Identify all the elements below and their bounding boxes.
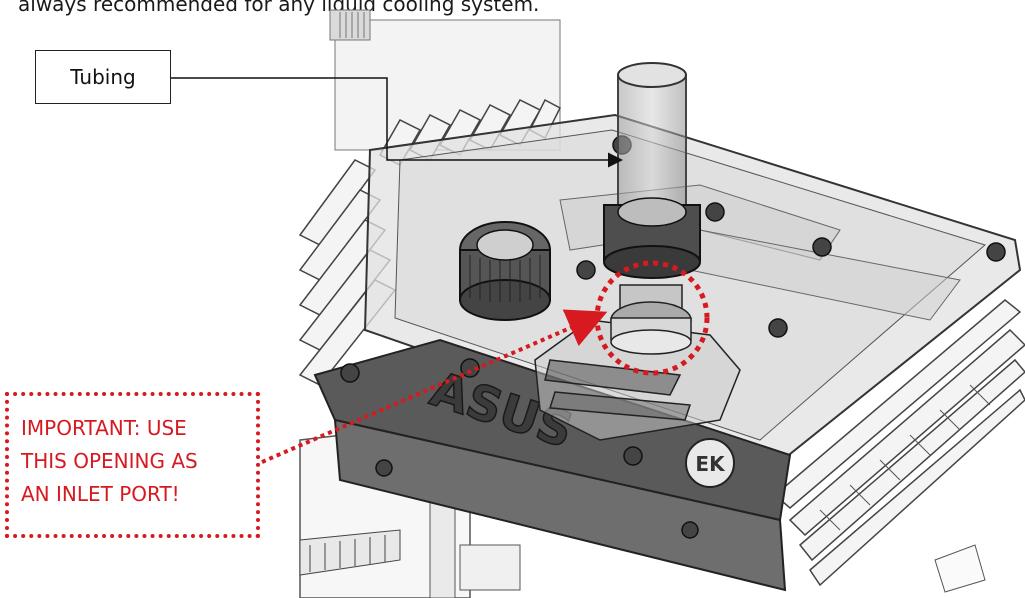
tubing-label: Tubing xyxy=(70,65,136,89)
inlet-leader-arrow xyxy=(261,309,608,464)
top-caption: always recommended for any liquid coolin… xyxy=(18,0,540,16)
center-fitting-and-tube xyxy=(603,62,701,355)
internal-cage xyxy=(534,319,741,441)
warning-line: IMPORTANT: USE xyxy=(21,416,187,440)
tubing-leader-line xyxy=(171,77,623,168)
warning-line: AN INLET PORT! xyxy=(21,482,180,506)
inlet-warning-box: IMPORTANT: USE THIS OPENING AS AN INLET … xyxy=(5,392,260,538)
ek-badge-icon xyxy=(685,438,735,488)
left-fitting xyxy=(459,221,551,321)
ek-badge-text: EK xyxy=(695,452,726,476)
right-heatsink-fins xyxy=(773,299,1025,587)
warning-line: THIS OPENING AS xyxy=(21,449,198,473)
tubing-label-box: Tubing xyxy=(35,50,171,104)
